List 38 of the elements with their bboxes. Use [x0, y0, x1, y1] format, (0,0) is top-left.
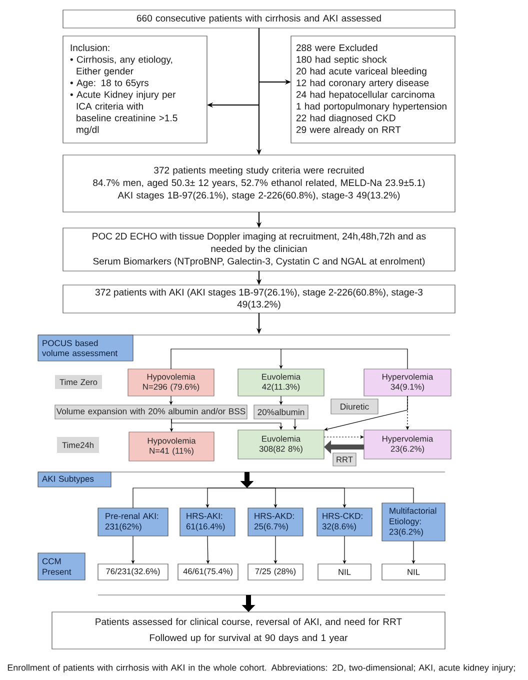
subtype-box: Pre-renal AKI: 231(62%): [98, 508, 168, 536]
time-label: Time Zero: [55, 375, 102, 389]
subtype-box: HRS-AKD: 25(6.7%): [248, 508, 304, 536]
volume-status-box: Hypervolemia 23(6.2%): [364, 430, 452, 460]
process-box: POC 2D ECHO with tissue Doppler imaging at recruitment, 24h,48h,72h and as needed by the clinician Serum Biomarkers (NTproBNP, Galectin-3, Cystatin C and NGAL at enrolment): [62, 228, 456, 272]
subtype-box: HRS-CKD: 32(8.6%): [316, 508, 372, 536]
volume-status-box: Euvolemia 308(82 8%): [238, 430, 324, 460]
treatment-label: Volume expansion with 20% albumin and/or BSS: [54, 404, 248, 420]
volume-status-box: Hypervolemia 34(9.1%): [364, 368, 452, 396]
treatment-label: RRT: [332, 452, 356, 466]
section-label: AKI Subtypes: [38, 472, 112, 488]
exclusion-box: 288 were Excluded 180 had septic shock 20 had acute variceal bleeding 12 had coronary artery disease 24 had hepatocellular carcinoma 1 had portopulmonary hypertension 22 had diagnosed CKD 29 were already on RRT: [290, 36, 456, 144]
result-box: NIL: [382, 564, 446, 580]
process-box: Patients assessed for clinical course, reversal of AKI, and need for RRT Followed up for survival at 90 days and 1 year: [52, 612, 446, 650]
connector-line: [280, 348, 408, 370]
section-label: CCM Present: [38, 552, 86, 580]
caption: Enrollment of patients with cirrhosis with AKI in the whole cohort. Abbreviations: 2D, two-dimensional; AKI, acute kidney injury;: [8, 664, 515, 672]
treatment-label: Diuretic: [330, 398, 378, 414]
process-box: 372 patients meeting study criteria were recruited 84.7% men, aged 50.3± 12 years, 52.7% ethanol related, MELD-Na 23.9±5.1) AKI stages 1B-97(26.1%), stage 2-226(60.8%), stage-3 49(13.2%): [62, 154, 456, 212]
result-box: 76/231(32.6%): [98, 564, 168, 580]
criteria-box: Inclusion: • Cirrhosis, any etiology, Either gender • Age: 18 to 65yrs • Acute Kidney injury per ICA criteria with baseline creatinine >1.5 mg/dl: [62, 36, 208, 144]
result-box: 46/61(75.4%): [178, 564, 238, 580]
time-label: Time24h: [57, 437, 99, 453]
subtype-box: HRS-AKI: 61(16.4%): [180, 508, 236, 536]
result-box: NIL: [318, 564, 372, 580]
arrow: [324, 396, 408, 431]
subtype-box: Multifactorial Etiology: 23(6.2%): [382, 502, 446, 542]
process-box: 660 consecutive patients with cirrhosis and AKI assessed: [62, 10, 456, 28]
process-box: 372 patients with AKI (AKI stages 1B-97(26.1%), stage 2-226(60.8%), stage-3 49(13.2%): [62, 284, 456, 314]
arrow: [171, 418, 283, 430]
volume-status-box: Hypovolemia N=296 (79.6%): [128, 368, 214, 396]
section-label: POCUS based volume assessment: [38, 334, 134, 362]
volume-status-box: Euvolemia 42(11.3%): [238, 368, 324, 396]
result-box: 7/25 (28%): [248, 564, 304, 580]
treatment-label: 20%albumin: [254, 404, 308, 420]
volume-status-box: Hypovolemia N=41 (11%): [128, 432, 214, 462]
connector-line: [246, 488, 414, 504]
connector-line: [170, 348, 282, 370]
